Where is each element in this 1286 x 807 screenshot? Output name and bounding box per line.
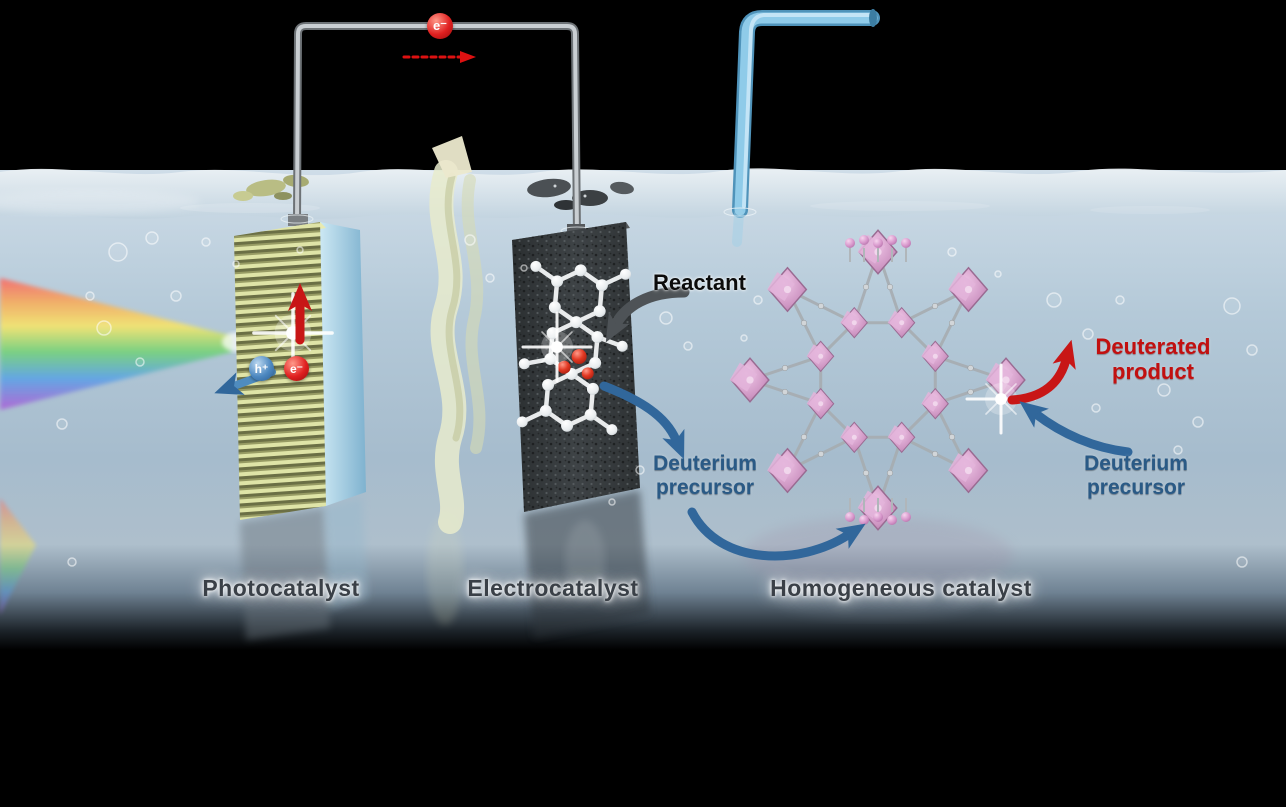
mof-structure <box>728 229 1026 531</box>
floor-reflections <box>240 490 1013 640</box>
photocatalyst-label: Photocatalyst <box>202 575 360 601</box>
reaction-arrows <box>214 51 1133 561</box>
electrocatalyst-panel <box>512 222 640 512</box>
deuterium-precursor-label-left: Deuterium precursor <box>653 452 757 500</box>
surface-debris <box>233 174 634 210</box>
deuterated-product-label: Deuterated product <box>1095 334 1211 385</box>
seaweed <box>429 136 486 534</box>
reactant-arrow <box>605 286 690 343</box>
homogeneous-catalyst-label: Homogeneous catalyst <box>770 575 1032 601</box>
dashed-electron-flow-arrow <box>402 51 476 63</box>
circuit-electron-badge: e⁻ <box>427 13 453 39</box>
electron-badge: e⁻ <box>284 356 309 381</box>
electrocatalyst-label: Electrocatalyst <box>467 575 639 601</box>
product-arrow <box>1007 339 1076 405</box>
reactant-label: Reactant <box>653 270 746 295</box>
precursor-arrow-left <box>599 381 685 460</box>
precursor-feed-arrow <box>687 507 866 561</box>
bubbles <box>56 231 1258 568</box>
deuterium-precursor-label-right: Deuterium precursor <box>1084 452 1188 500</box>
hole-badge: h⁺ <box>249 356 274 381</box>
inlet-tube <box>723 9 880 247</box>
precursor-arrow-right <box>1019 401 1133 457</box>
